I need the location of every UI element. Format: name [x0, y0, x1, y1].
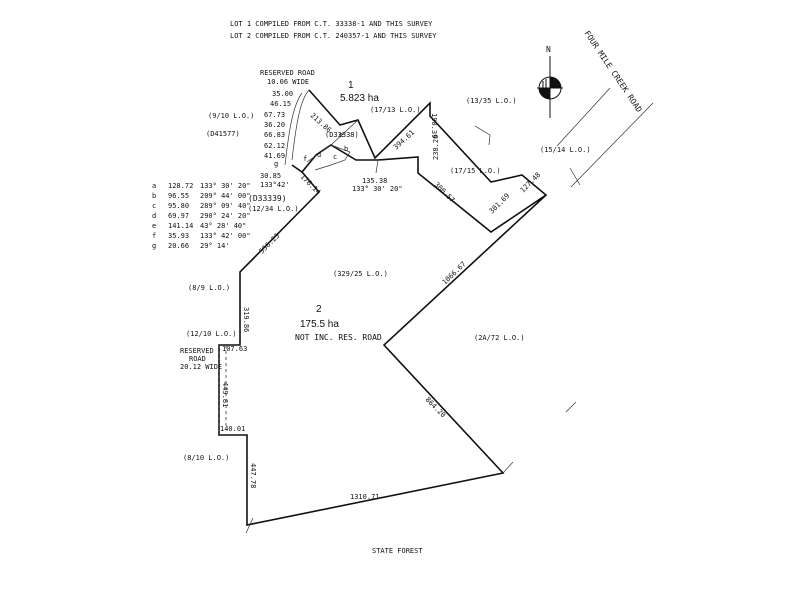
chord-length: 35.93	[168, 232, 189, 240]
road-dim: 67.73	[264, 111, 285, 119]
lot2-boundary	[218, 171, 547, 526]
dimension-label: 1310.71	[350, 493, 380, 501]
chord-label: b	[152, 192, 156, 200]
road-dim: 30.85	[260, 172, 281, 180]
road-dim: 41.69	[264, 152, 285, 160]
road-dim: 46.15	[270, 100, 291, 108]
lot1-area: 5.823 ha	[340, 93, 379, 104]
compilation-note-lot2: LOT 2 COMPILED FROM C.T. 240357-1 AND TH…	[230, 32, 437, 40]
dimension-label: 140.01	[220, 425, 245, 433]
parcel-label: (8/9 L.O.)	[188, 284, 230, 292]
dimension-label: 319.86	[242, 307, 250, 332]
reserved-road-left-label: ROAD	[189, 355, 206, 363]
parcel-label: (8/10 L.O.)	[183, 454, 229, 462]
road-edge-line	[570, 102, 654, 188]
reserved-road-left-label: 20.12 WIDE	[180, 363, 222, 371]
dimension-label: 176.14	[299, 173, 323, 197]
parcel-label: (15/14 L.O.)	[540, 146, 591, 154]
parcel-label: STATE FOREST	[372, 547, 423, 555]
lot1-internal-lines	[306, 144, 351, 171]
reserved-road-top-edge	[291, 89, 310, 161]
chord-length: 128.72	[168, 182, 193, 190]
parcel-label: (D33338)	[325, 131, 359, 139]
lot1-internal-line-e	[330, 119, 359, 146]
road-dim: 35.00	[272, 90, 293, 98]
chord-bearing: 133° 30' 20"	[200, 182, 251, 190]
chord-length: 20.66	[168, 242, 189, 250]
chord-label: d	[152, 212, 156, 220]
chord-bearing: 289° 09' 40"	[200, 202, 251, 210]
dimension-label: 447.78	[249, 463, 257, 488]
chord-label: g	[152, 242, 156, 250]
segment-letter: c	[333, 153, 337, 161]
road-dim: 36.20	[264, 121, 285, 129]
chord-bearing: 209° 44' 00"	[200, 192, 251, 200]
dimension-label: 449.81	[221, 382, 229, 407]
segment-letter: f	[303, 155, 307, 163]
chord-label: f	[152, 232, 156, 240]
lot1-number: 1	[348, 80, 354, 91]
boundary-tick-2	[502, 461, 514, 474]
reserved-road-left-label: RESERVED	[180, 347, 214, 355]
dimension-label: 300.57	[433, 181, 457, 205]
chord-length: 69.97	[168, 212, 189, 220]
dimension-label: 556.23	[258, 232, 282, 256]
compilation-note-lot1: LOT 1 COMPILED FROM C.T. 33338-1 AND THI…	[230, 20, 433, 28]
north-label: N	[546, 45, 551, 54]
parcel-label: (2A/72 L.O.)	[474, 334, 525, 342]
chord-bearing: 43° 28' 40"	[200, 222, 246, 230]
dimension-label: 238.20	[432, 135, 440, 160]
parcel-label: (12/10 L.O.)	[186, 330, 237, 338]
road-dim: g	[274, 160, 278, 168]
parcel-label: (12/34 L.O.)	[248, 205, 299, 213]
reserved-road-top-edge-2	[284, 92, 303, 166]
dimension-label: 133° 30' 20"	[352, 185, 403, 193]
road-dim: 62.12	[264, 142, 285, 150]
boundary-tick-3	[565, 401, 577, 413]
segment-letter: d	[317, 151, 321, 159]
parcel-label: (329/25 L.O.)	[333, 270, 388, 278]
lot2-area: 175.5 ha	[300, 319, 339, 330]
lot1-internal-tick	[474, 125, 491, 146]
road-edge-line-2	[556, 87, 611, 147]
chord-table: a 128.72 133° 30' 20" b 96.55 209° 44' 0…	[152, 182, 251, 250]
north-arrow-icon	[537, 56, 563, 118]
chord-length: 96.55	[168, 192, 189, 200]
road-dim: 133°42'	[260, 181, 290, 189]
parcel-label: (9/10 L.O.)	[208, 112, 254, 120]
dimension-label: 1066.67	[441, 260, 468, 286]
chord-bearing: 290° 24' 20"	[200, 212, 251, 220]
segment-letter: e	[339, 131, 343, 139]
chord-length: 95.80	[168, 202, 189, 210]
dimension-label: 394.61	[392, 129, 416, 152]
chord-label: e	[152, 222, 156, 230]
dimension-label: 301.69	[488, 192, 512, 216]
parcel-label: (17/13 L.O.)	[370, 106, 421, 114]
segment-letter: b	[344, 145, 348, 153]
chord-bearing: 29° 14'	[200, 242, 230, 250]
dimension-label: 213.86	[309, 112, 333, 135]
arrow-135	[375, 159, 379, 174]
dimension-label: 135.38	[362, 177, 387, 185]
chord-label: a	[152, 182, 156, 190]
lot2-number: 2	[316, 304, 322, 315]
dimension-label: 190.39	[430, 113, 438, 138]
parcel-label: (13/35 L.O.)	[466, 97, 517, 105]
chord-bearing: 133° 42' 00"	[200, 232, 251, 240]
parcel-label: (D41577)	[206, 130, 240, 138]
road-name: FOUR MILE CREEK ROAD	[582, 29, 643, 114]
reserved-road-top-label: RESERVED ROAD	[260, 69, 315, 77]
boundary-tick-4	[569, 167, 581, 186]
parcel-label: (17/15 L.O.)	[450, 167, 501, 175]
chord-label: c	[152, 202, 156, 210]
chord-length: 141.14	[168, 222, 193, 230]
dimension-label: 107.63	[222, 345, 247, 353]
lot2-note: NOT INC. RES. ROAD	[295, 333, 382, 342]
parcel-label: (D33339)	[248, 194, 287, 203]
boundary-tick	[245, 517, 254, 534]
reserved-road-top-width: 10.06 WIDE	[267, 78, 309, 86]
road-dim: 66.83	[264, 131, 285, 139]
